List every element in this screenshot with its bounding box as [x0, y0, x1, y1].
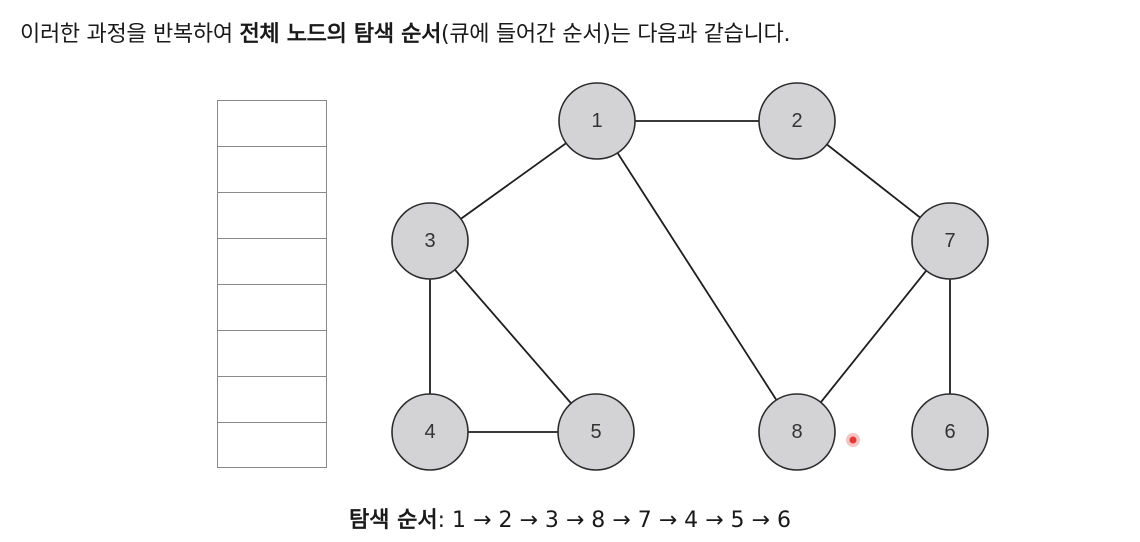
- node-circle: [391, 393, 469, 471]
- edge-3-5: [429, 240, 597, 433]
- node-label: 7: [944, 230, 955, 252]
- queue-slot: [218, 193, 326, 239]
- queue-slot: [218, 331, 326, 377]
- graph-edges: [429, 120, 951, 433]
- graph-nodes: 1 2 3 4 5 6 7 8: [391, 82, 989, 471]
- node-circle: [911, 202, 989, 280]
- queue-slot: [218, 377, 326, 423]
- node-label: 1: [591, 110, 602, 132]
- queue-slot: [218, 147, 326, 193]
- cursor-indicator: [846, 433, 860, 447]
- intro-text: 이러한 과정을 반복하여 전체 노드의 탐색 순서(큐에 들어간 순서)는 다음…: [20, 18, 790, 52]
- intro-bold: 전체 노드의 탐색 순서: [239, 22, 442, 47]
- graph-node-2: 2: [758, 82, 836, 160]
- graph-node-6: 6: [911, 393, 989, 471]
- node-circle: [911, 393, 989, 471]
- edge-1-8: [596, 120, 798, 433]
- order-colon: :: [437, 508, 453, 533]
- graph-node-3: 3: [391, 202, 469, 280]
- order-label: 탐색 순서: [349, 508, 438, 533]
- node-circle: [758, 82, 836, 160]
- node-circle: [557, 393, 635, 471]
- node-label: 2: [791, 110, 802, 132]
- node-circle: [391, 202, 469, 280]
- queue-slot: [218, 239, 326, 285]
- order-sequence: 1 → 2 → 3 → 8 → 7 → 4 → 5 → 6: [452, 508, 791, 533]
- graph-node-5: 5: [557, 393, 635, 471]
- graph-node-4: 4: [391, 393, 469, 471]
- queue-box: [217, 100, 327, 468]
- node-label: 6: [944, 421, 955, 443]
- traversal-order: 탐색 순서: 1 → 2 → 3 → 8 → 7 → 4 → 5 → 6: [0, 504, 1140, 538]
- intro-suffix: (큐에 들어간 순서)는 다음과 같습니다.: [441, 22, 791, 47]
- node-label: 8: [791, 421, 802, 443]
- node-label: 4: [424, 421, 435, 443]
- graph-node-8: 8: [758, 393, 836, 471]
- node-circle: [558, 82, 636, 160]
- graph-node-7: 7: [911, 202, 989, 280]
- cursor-dot: [849, 436, 857, 444]
- queue-slot: [218, 285, 326, 331]
- graph-diagram: 1 2 3 4 5 6 7 8: [391, 82, 989, 471]
- edge-7-8: [796, 240, 951, 433]
- node-label: 3: [424, 230, 435, 252]
- queue-slot: [218, 101, 326, 147]
- graph-node-1: 1: [558, 82, 636, 160]
- intro-prefix: 이러한 과정을 반복하여: [20, 22, 240, 47]
- node-label: 5: [590, 421, 601, 443]
- node-circle: [758, 393, 836, 471]
